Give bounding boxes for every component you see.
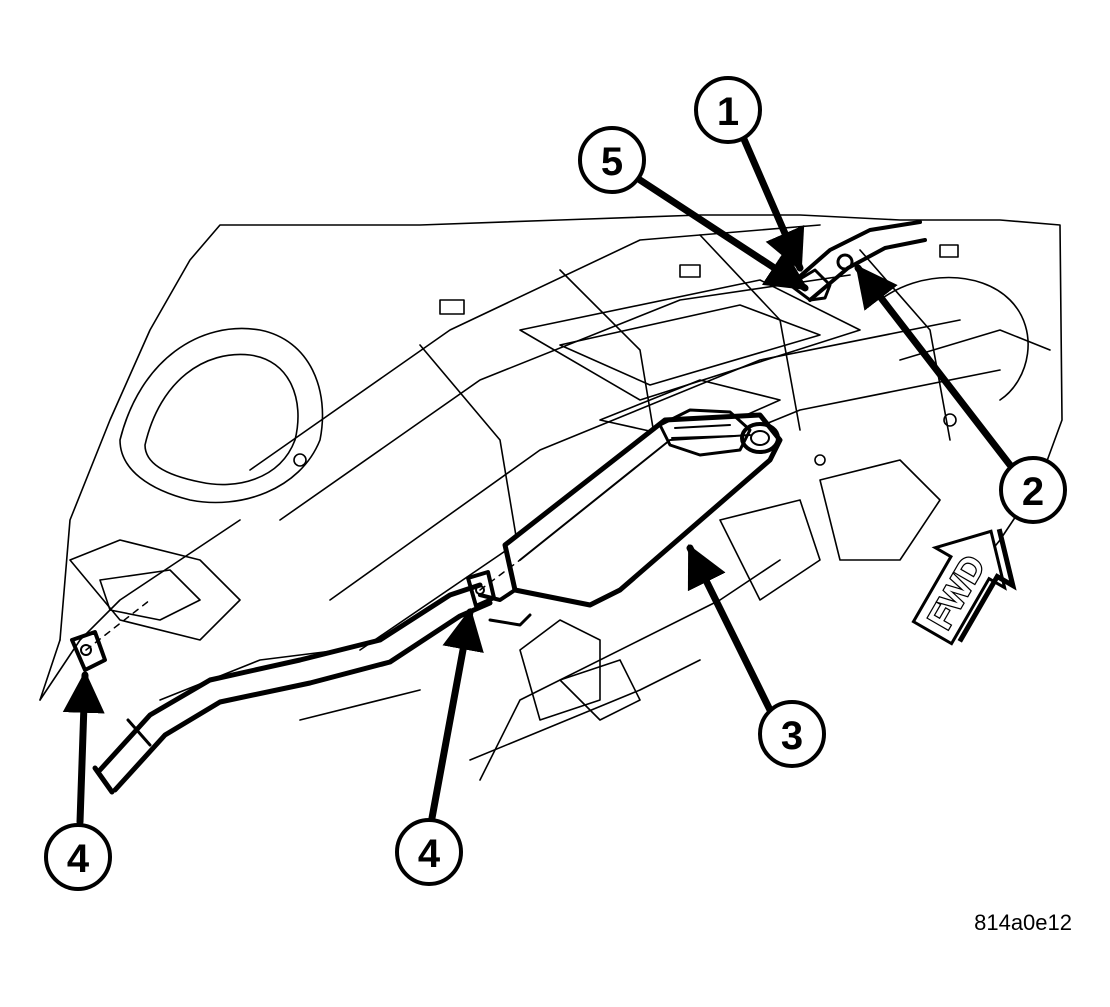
callout-5-label: 5 — [601, 140, 623, 184]
callout-4-center-label: 4 — [418, 832, 441, 876]
callout-1: 1 — [694, 76, 762, 144]
figure-id: 814a0e12 — [974, 910, 1072, 935]
leader-5 — [636, 176, 809, 292]
leader-2 — [854, 264, 1014, 469]
leader-arrows — [62, 126, 1014, 826]
callout-2-label: 2 — [1022, 470, 1044, 514]
callout-5: 5 — [578, 126, 646, 194]
clamp — [788, 268, 832, 302]
leader-1 — [736, 126, 805, 272]
leader-4-center — [428, 607, 484, 822]
callout-3-label: 3 — [781, 714, 803, 758]
muffler — [502, 412, 783, 608]
leader-4-left — [62, 670, 105, 826]
isolator-left — [70, 630, 107, 672]
fwd-arrow: FWD — [911, 528, 1017, 646]
isolator-center — [466, 570, 496, 608]
callout-3: 3 — [758, 700, 826, 768]
leader-3 — [686, 544, 774, 714]
callout-4-center: 4 — [395, 818, 463, 886]
callout-1-label: 1 — [717, 90, 739, 134]
intermediate-pipe — [788, 220, 922, 287]
vehicle-underbody — [39, 214, 1063, 781]
callout-4-left-label: 4 — [67, 837, 90, 881]
tailpipe — [97, 582, 483, 773]
callout-2: 2 — [999, 456, 1067, 524]
callout-4-left: 4 — [44, 823, 112, 891]
